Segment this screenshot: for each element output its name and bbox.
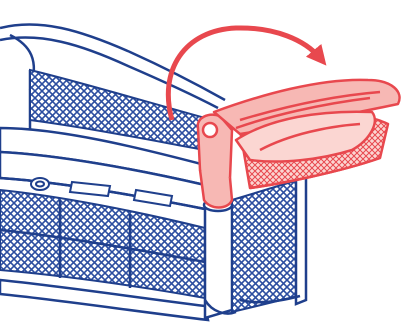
side-mesh-panel (232, 180, 298, 312)
